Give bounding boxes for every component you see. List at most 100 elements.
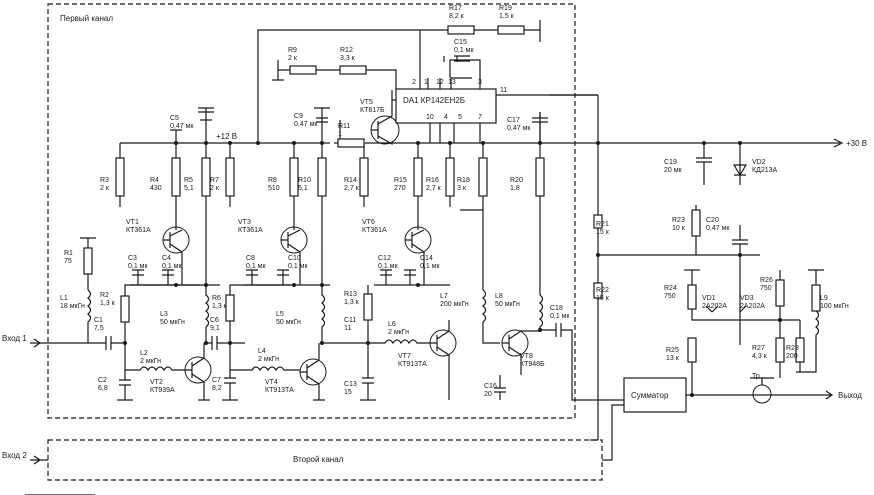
- ic-da1-label: DA1 КР142ЕН2Б: [403, 96, 465, 105]
- summator-label: Сумматор: [631, 391, 669, 400]
- ic-da1: [395, 88, 497, 124]
- ic-pin-13: 13: [448, 79, 456, 86]
- stage3: [359, 112, 624, 401]
- first-channel-frame: [47, 3, 576, 419]
- summator-box: [623, 377, 687, 413]
- ic-pin-10: 10: [426, 114, 434, 121]
- ic-pin-12: 12: [436, 79, 444, 86]
- summator-to-output: [686, 390, 834, 400]
- ic-pin-2: 2: [412, 79, 416, 86]
- regulator-section: DA1 КР142ЕН2Б: [272, 20, 598, 148]
- stage1-bias: [115, 107, 220, 343]
- ic-pin-numbers: 2 1 12 13 3 11 10 4 5 7: [412, 79, 507, 121]
- input1-arrow: [30, 338, 100, 348]
- ch2-to-summator: [590, 404, 624, 461]
- ic-pin-7: 7: [478, 114, 482, 121]
- input2-arrow: [30, 455, 48, 465]
- detector-section: [593, 143, 824, 404]
- plus30v-label: +30 В: [846, 139, 867, 148]
- input1-label: Вход 1: [2, 334, 27, 343]
- input2-label: Вход 2: [2, 451, 27, 460]
- second-channel-title: Второй канал: [293, 455, 344, 464]
- label-tr: Тр: [752, 373, 760, 380]
- output-label: Выход: [838, 391, 862, 400]
- junction-dots: [123, 141, 782, 397]
- first-channel-title: Первый канал: [60, 14, 113, 23]
- ic-pin-11: 11: [500, 87, 507, 94]
- stage2: [206, 107, 368, 401]
- ic-pin-1: 1: [424, 79, 428, 86]
- ic-pin-4: 4: [444, 114, 448, 121]
- ic-pin-3: 3: [478, 79, 482, 86]
- ic-pin-5: 5: [458, 114, 462, 121]
